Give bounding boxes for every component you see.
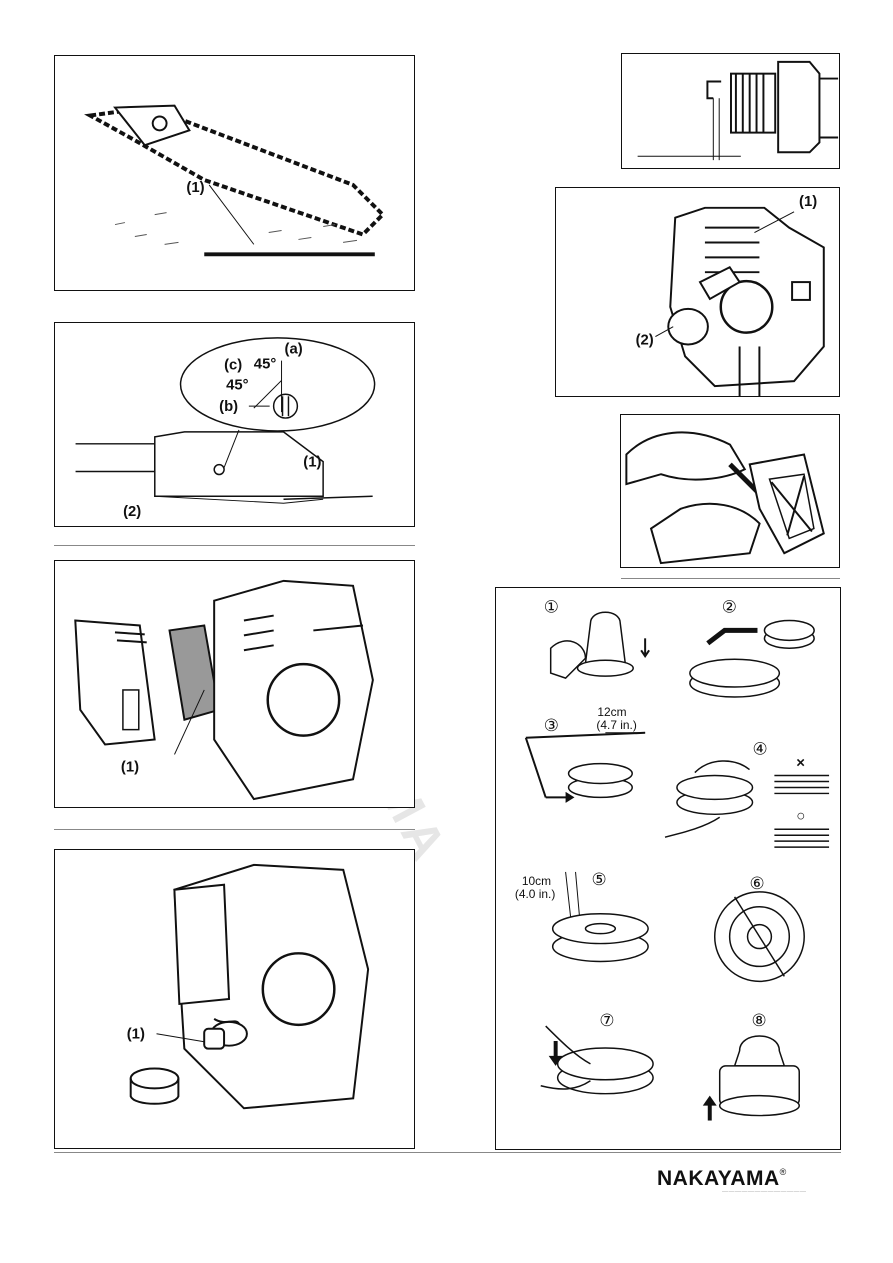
brand-logo: NAKAYAMA® — [657, 1167, 787, 1191]
adjust-callout-c: (c) — [224, 358, 242, 374]
step3-length: 12cm — [597, 705, 626, 719]
adjust-callout-2: (2) — [123, 504, 141, 520]
step5-length-imperial: (4.0 in.) — [515, 887, 555, 901]
angle-1: 45° — [254, 357, 277, 373]
right-mark: ○ — [796, 808, 805, 824]
brand-tagline: ――――――――――――― — [722, 1189, 807, 1195]
adjust-illustration: (a) 45° (c) 45° (b) (1) (2) — [75, 337, 376, 520]
angle-2: 45° — [226, 377, 249, 393]
trimmer-head-illustration: ① ② ③ ④ ⑤ ⑥ ⑦ ⑧ 12cm (4.7 in.) × — [515, 596, 830, 1121]
separator — [621, 578, 840, 579]
engine-top-illustration: (1) (2) — [636, 194, 825, 396]
figure-engine-top: (1) (2) — [555, 187, 840, 397]
figure-air-filter: (1) — [54, 560, 415, 808]
brand-name: NAKAYAMA — [657, 1167, 780, 1190]
registered-mark: ® — [779, 1167, 787, 1177]
fuel-filter-illustration: (1) — [127, 863, 370, 1110]
cleaning-illustration — [625, 431, 825, 565]
figure-trimmer-head: ① ② ③ ④ ⑤ ⑥ ⑦ ⑧ 12cm (4.7 in.) × — [495, 587, 841, 1150]
step-6: ⑥ — [750, 873, 765, 893]
engine-top-callout-1: (1) — [799, 194, 817, 210]
fuel-filter-callout: (1) — [127, 1027, 145, 1043]
spark-plug-illustration — [637, 60, 839, 161]
separator — [54, 829, 415, 830]
figure-spark-plug — [621, 53, 840, 169]
engine-top-callout-2: (2) — [636, 332, 654, 348]
adjust-callout-1: (1) — [303, 455, 321, 471]
adjust-callout-b: (b) — [219, 399, 238, 415]
separator — [54, 545, 415, 546]
step-8: ⑧ — [752, 1010, 767, 1030]
air-filter-callout: (1) — [121, 759, 139, 775]
step-5: ⑤ — [591, 869, 606, 889]
step5-length: 10cm — [522, 874, 551, 888]
figure-cleaning — [620, 414, 840, 568]
step-2: ② — [722, 596, 737, 616]
step3-length-imperial: (4.7 in.) — [596, 718, 636, 732]
air-filter-illustration: (1) — [74, 579, 374, 801]
chain-callout: (1) — [186, 180, 204, 196]
chain-illustration: (1) — [84, 104, 386, 257]
figure-adjust: (a) 45° (c) 45° (b) (1) (2) — [54, 322, 415, 527]
figure-chain: (1) — [54, 55, 415, 291]
step-4: ④ — [753, 739, 768, 759]
wrong-mark: × — [796, 756, 805, 772]
step-1: ① — [544, 596, 559, 616]
step-7: ⑦ — [599, 1010, 614, 1030]
footer-rule — [54, 1152, 841, 1153]
step-3: ③ — [544, 715, 559, 735]
figure-fuel-filter: (1) — [54, 849, 415, 1149]
adjust-callout-a: (a) — [285, 342, 303, 358]
